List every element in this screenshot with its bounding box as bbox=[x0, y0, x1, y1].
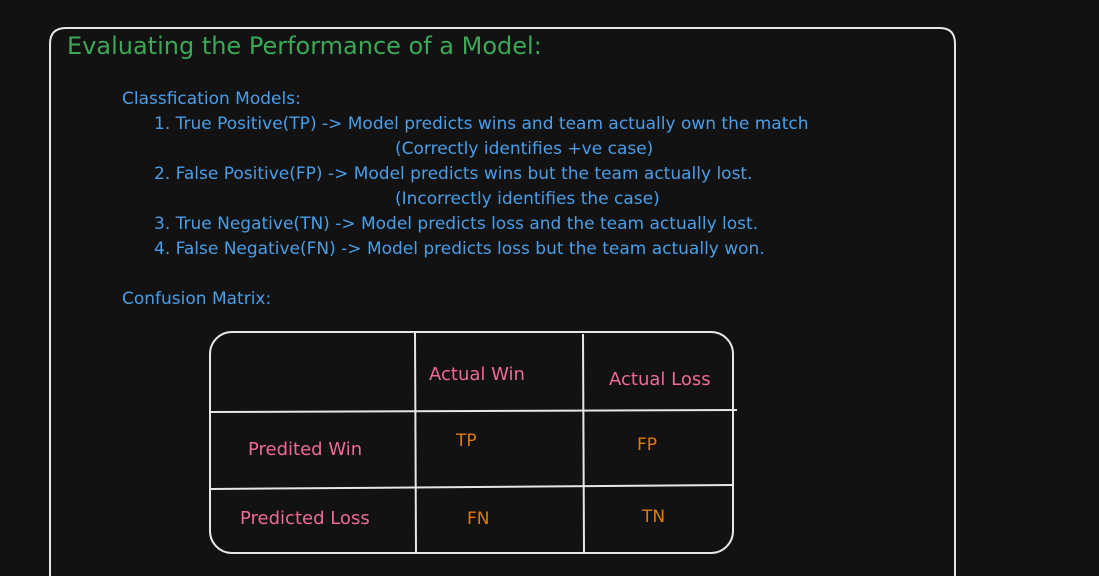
cell-fn: FN bbox=[467, 509, 490, 529]
list-item: 3. True Negative(TN) -> Model predicts l… bbox=[154, 214, 759, 234]
matrix-border bbox=[209, 331, 734, 554]
confusion-matrix-label: Confusion Matrix: bbox=[122, 289, 272, 309]
classification-label: Classfication Models: bbox=[122, 89, 301, 109]
outer-frame bbox=[49, 27, 956, 576]
list-item-note: (Correctly identifies +ve case) bbox=[395, 139, 654, 159]
cell-tp: TP bbox=[456, 431, 477, 451]
page-title: Evaluating the Performance of a Model: bbox=[67, 32, 542, 60]
col-header-actual-win: Actual Win bbox=[429, 364, 525, 385]
cell-tn: TN bbox=[642, 507, 666, 527]
list-item: 1. True Positive(TP) -> Model predicts w… bbox=[154, 114, 809, 134]
col-header-actual-loss: Actual Loss bbox=[609, 369, 711, 390]
list-item: 4. False Negative(FN) -> Model predicts … bbox=[154, 239, 765, 259]
cell-fp: FP bbox=[637, 435, 658, 455]
matrix-col-divider-2 bbox=[582, 333, 585, 555]
list-item: 2. False Positive(FP) -> Model predicts … bbox=[154, 164, 753, 184]
matrix-col-divider-1 bbox=[414, 331, 417, 555]
list-item-note: (Incorrectly identifies the case) bbox=[395, 189, 660, 209]
matrix-row-divider-1 bbox=[210, 409, 738, 413]
row-header-predicted-win: Predited Win bbox=[248, 439, 363, 460]
row-header-predicted-loss: Predicted Loss bbox=[240, 508, 370, 529]
matrix-row-divider-2 bbox=[210, 484, 734, 490]
